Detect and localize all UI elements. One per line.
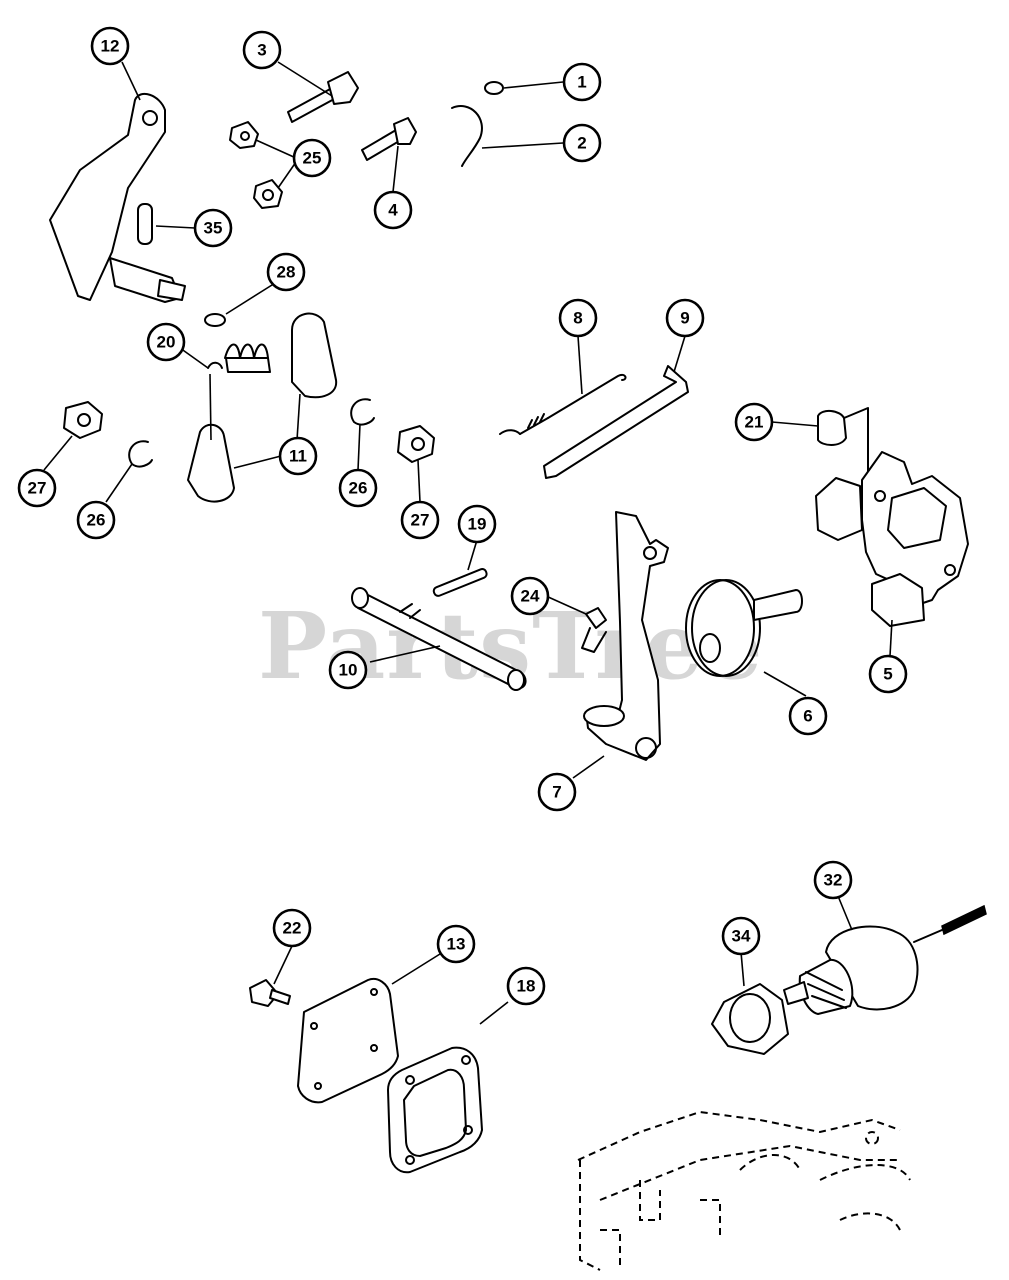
callout-2: 2 <box>562 123 602 163</box>
part-2-spring-clip <box>451 105 483 167</box>
callout-22-label: 22 <box>283 919 302 938</box>
callout-12-label: 12 <box>101 37 120 56</box>
part-32-solenoid <box>783 904 987 1015</box>
callout-28-label: 28 <box>277 263 296 282</box>
part-8-spring <box>499 373 627 435</box>
callout-6-label: 6 <box>803 707 812 726</box>
part-12-lever-arm <box>49 92 186 303</box>
callout-1: 1 <box>562 62 602 102</box>
leader-lines <box>43 61 893 1025</box>
callout-21: 21 <box>734 402 774 442</box>
callout-6: 6 <box>788 696 828 736</box>
part-6-gear <box>685 579 803 677</box>
callout-26-left-label: 26 <box>87 511 106 530</box>
callout-10-label: 10 <box>339 661 358 680</box>
part-26-clip-left <box>128 440 153 468</box>
callout-11: 11 <box>278 436 318 476</box>
callout-20: 20 <box>146 322 186 362</box>
part-26-clip-right <box>350 398 375 426</box>
callout-27-left-label: 27 <box>28 479 47 498</box>
callout-27-right: 27 <box>400 500 440 540</box>
part-11-plates <box>187 312 338 503</box>
callout-13-label: 13 <box>447 935 466 954</box>
callout-26-right: 26 <box>338 468 378 508</box>
callout-32-label: 32 <box>824 871 843 890</box>
callout-32: 32 <box>813 860 853 900</box>
callout-35: 35 <box>193 208 233 248</box>
callout-1-label: 1 <box>577 73 586 92</box>
callout-27-right-label: 27 <box>411 511 430 530</box>
callout-35-label: 35 <box>204 219 223 238</box>
callout-7-label: 7 <box>552 783 561 802</box>
callout-7: 7 <box>537 772 577 812</box>
part-21-5-bracket-assembly <box>815 407 969 627</box>
callout-13: 13 <box>436 924 476 964</box>
callout-4-label: 4 <box>388 201 398 220</box>
part-20-spring <box>207 343 271 373</box>
callout-27-left: 27 <box>17 468 57 508</box>
part-24-screw <box>581 607 607 653</box>
callout-26-right-label: 26 <box>349 479 368 498</box>
callout-8-label: 8 <box>573 309 582 328</box>
callout-10: 10 <box>328 650 368 690</box>
callout-19: 19 <box>457 504 497 544</box>
callout-8: 8 <box>558 298 598 338</box>
callout-4: 4 <box>373 190 413 230</box>
part-22-screw <box>249 979 291 1007</box>
callout-9-label: 9 <box>680 309 689 328</box>
part-27-nut-left <box>63 401 103 439</box>
callout-20-label: 20 <box>157 333 176 352</box>
callout-22: 22 <box>272 908 312 948</box>
callout-11-label: 11 <box>289 447 307 466</box>
callout-5-label: 5 <box>883 665 892 684</box>
callout-24: 24 <box>510 576 550 616</box>
part-34-nut <box>711 983 789 1055</box>
callout-25-label: 25 <box>303 149 322 168</box>
callout-18-label: 18 <box>517 977 536 996</box>
part-3-bolt <box>287 71 359 123</box>
callout-28: 28 <box>266 252 306 292</box>
callout-5: 5 <box>868 654 908 694</box>
part-7-governor-arm <box>583 511 669 761</box>
part-10-shaft <box>351 587 527 691</box>
part-25-nuts <box>229 121 283 209</box>
callout-19-label: 19 <box>468 515 487 534</box>
part-18-gasket <box>387 1046 483 1174</box>
part-27-nut-right <box>397 425 435 463</box>
callout-2-label: 2 <box>577 134 586 153</box>
callout-3-label: 3 <box>257 41 266 60</box>
callout-26-left: 26 <box>76 500 116 540</box>
callout-18: 18 <box>506 966 546 1006</box>
part-19-pin <box>432 568 488 597</box>
part-1-pin <box>484 81 504 95</box>
part-35-roll-pin <box>137 203 153 245</box>
callout-12: 12 <box>90 26 130 66</box>
engine-block-outline <box>577 1110 911 1271</box>
part-9-link-plate <box>543 365 689 479</box>
callout-25: 25 <box>292 138 332 178</box>
part-13-cover-plate <box>297 978 399 1104</box>
part-28-washer <box>204 313 226 327</box>
callout-34: 34 <box>721 916 761 956</box>
callout-34-label: 34 <box>732 927 751 946</box>
callout-3: 3 <box>242 30 282 70</box>
callout-21-label: 21 <box>745 413 764 432</box>
part-4-bolt <box>361 117 417 161</box>
callout-9: 9 <box>665 298 705 338</box>
callout-24-label: 24 <box>521 587 540 606</box>
